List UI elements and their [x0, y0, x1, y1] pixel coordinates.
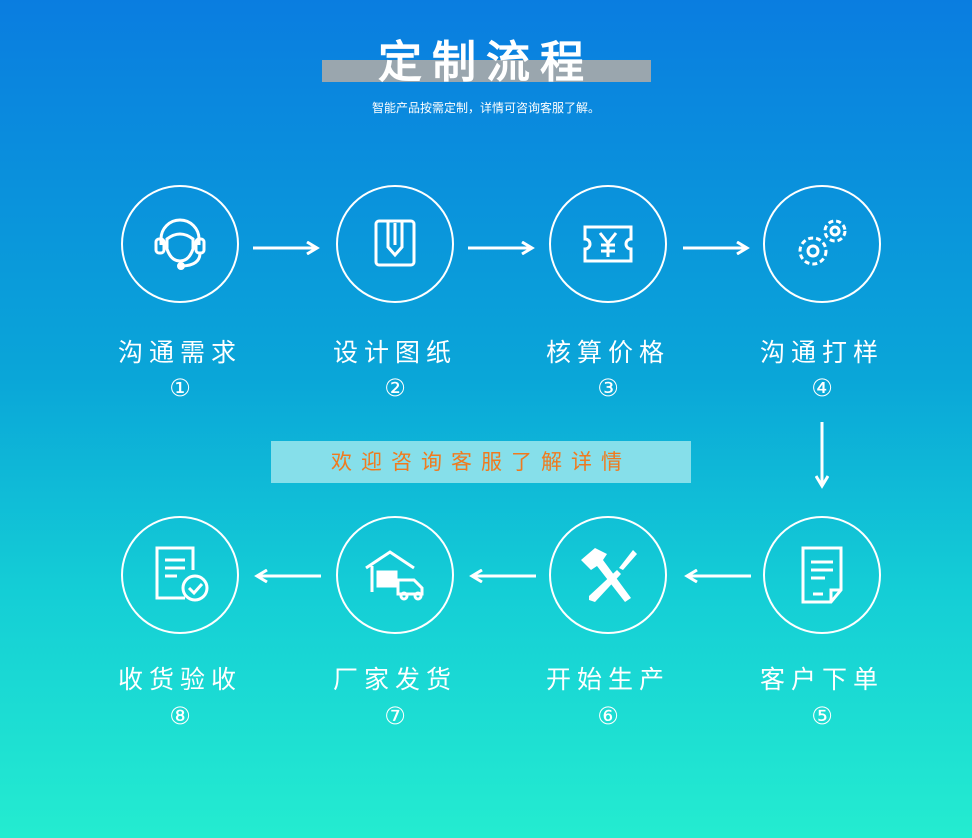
headset-icon [154, 218, 206, 270]
design-icon [374, 219, 416, 267]
step-7-label: 厂家发货 [332, 665, 457, 694]
step-1-label: 沟通需求 [117, 338, 242, 367]
step-3-label: 核算价格 [545, 338, 670, 367]
step-5-circle [763, 516, 881, 634]
title-underline-bar [322, 60, 651, 82]
step-1-number: ① [169, 374, 191, 402]
gears-icon [798, 219, 847, 266]
step-6-label: 开始生产 [545, 665, 670, 694]
arrow-right-icon [468, 241, 535, 255]
arrow-down-icon [815, 422, 829, 489]
step-1-circle [121, 185, 239, 303]
step-8-number: ⑧ [169, 702, 191, 730]
step-5-number: ⑤ [811, 702, 833, 730]
step-2-circle [336, 185, 454, 303]
step-4-label: 沟通打样 [759, 338, 884, 367]
step-2-label: 设计图纸 [332, 338, 457, 367]
page-subtitle: 智能产品按需定制，详情可咨询客服了解。 [371, 101, 600, 115]
consult-banner[interactable]: 欢迎咨询客服了解详情 [271, 441, 691, 483]
step-3-circle [549, 185, 667, 303]
document-icon [801, 546, 843, 604]
warehouse-truck-icon [365, 550, 424, 601]
checklist-icon [155, 546, 209, 602]
step-7-circle [336, 516, 454, 634]
arrow-left-icon [469, 569, 536, 583]
step-6-number: ⑥ [597, 702, 619, 730]
step-6-circle [549, 516, 667, 634]
arrow-right-icon [683, 241, 750, 255]
step-8-circle [121, 516, 239, 634]
step-5-label: 客户下单 [759, 665, 884, 694]
step-4-number: ④ [811, 374, 833, 402]
step-4-circle [763, 185, 881, 303]
arrow-right-icon [253, 241, 320, 255]
arrow-left-icon [254, 569, 321, 583]
step-2-number: ② [384, 374, 406, 402]
arrow-left-icon [684, 569, 751, 583]
page-title: 定制流程 [378, 37, 594, 88]
tools-icon [581, 548, 637, 602]
step-8-label: 收货验收 [117, 665, 242, 694]
step-3-number: ③ [597, 374, 619, 402]
step-7-number: ⑦ [384, 702, 406, 730]
yen-ticket-icon [583, 225, 633, 263]
